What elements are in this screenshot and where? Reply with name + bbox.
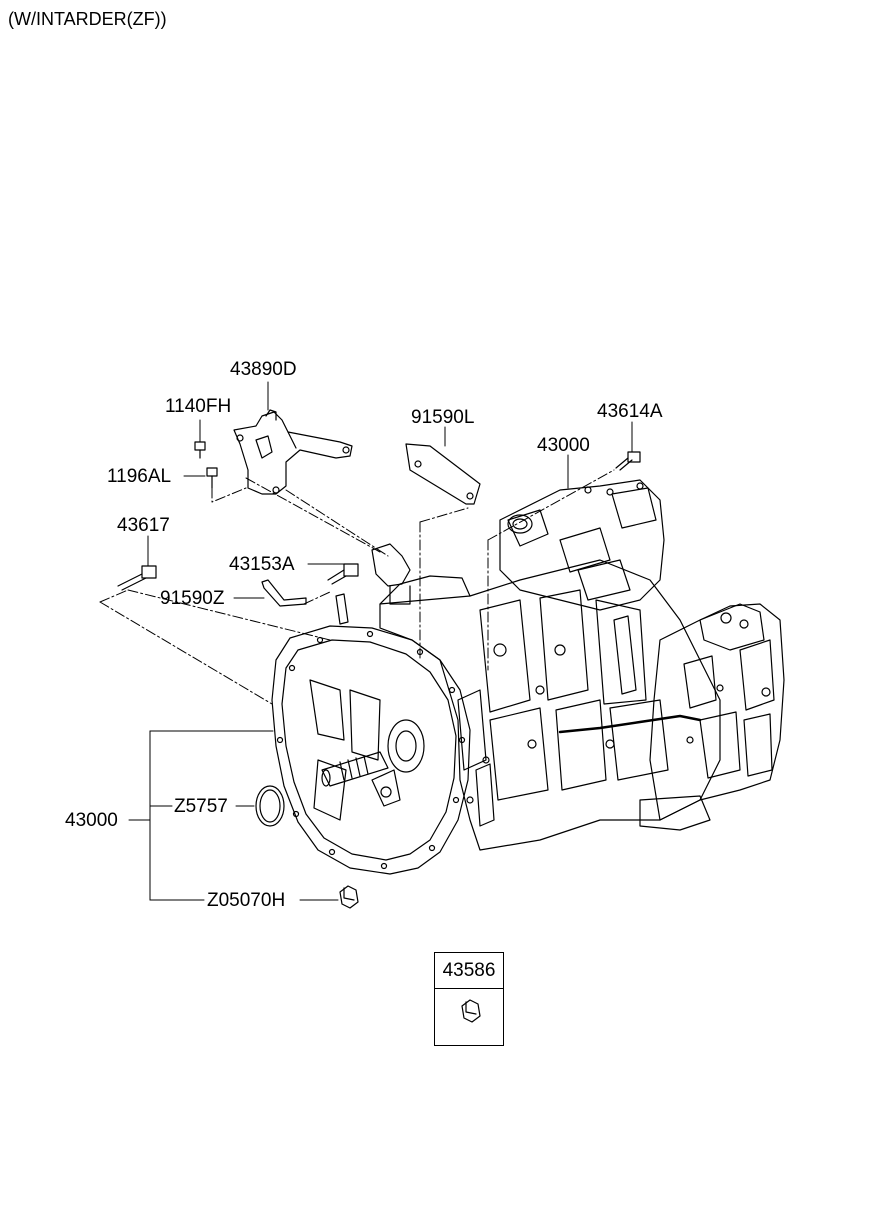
dashed-assembly-lines bbox=[99, 469, 615, 705]
clip-91590z bbox=[261, 579, 307, 607]
callout-43000-top: 43000 bbox=[537, 435, 590, 456]
oring-z5757 bbox=[255, 785, 285, 827]
callout-z05070h: Z05070H bbox=[207, 890, 286, 911]
bolt-43614a bbox=[615, 451, 641, 471]
inset-box: 43586 bbox=[434, 952, 504, 1046]
callout-z5757: Z5757 bbox=[174, 796, 228, 817]
callout-43890d: 43890D bbox=[230, 359, 297, 380]
callout-1196al: 1196AL bbox=[107, 466, 172, 487]
callout-91590z: 91590Z bbox=[160, 588, 225, 609]
cover-plate-91590l bbox=[405, 443, 481, 505]
callout-43614a: 43614A bbox=[597, 401, 663, 422]
bolt-43617 bbox=[117, 565, 157, 591]
bracket-43890d bbox=[233, 409, 353, 495]
inset-divider bbox=[435, 988, 503, 989]
inset-plug-43586 bbox=[461, 999, 481, 1023]
callout-91590l: 91590L bbox=[411, 407, 475, 428]
inset-part-number: 43586 bbox=[442, 960, 496, 981]
bolt-1196al bbox=[206, 467, 218, 489]
bolt-43153a bbox=[327, 563, 359, 585]
callout-43000-assembly: 43000 bbox=[65, 810, 118, 831]
callout-43153a: 43153A bbox=[229, 554, 295, 575]
bolt-1140fh bbox=[194, 441, 206, 459]
leader-lines bbox=[128, 381, 633, 901]
plug-z05070h bbox=[339, 885, 359, 909]
shift-tower bbox=[335, 543, 411, 625]
callout-43617: 43617 bbox=[117, 515, 170, 536]
diagram-title: (W/INTARDER(ZF)) bbox=[8, 9, 167, 29]
transmission-housing bbox=[271, 479, 785, 875]
callout-1140fh: 1140FH bbox=[165, 396, 232, 417]
